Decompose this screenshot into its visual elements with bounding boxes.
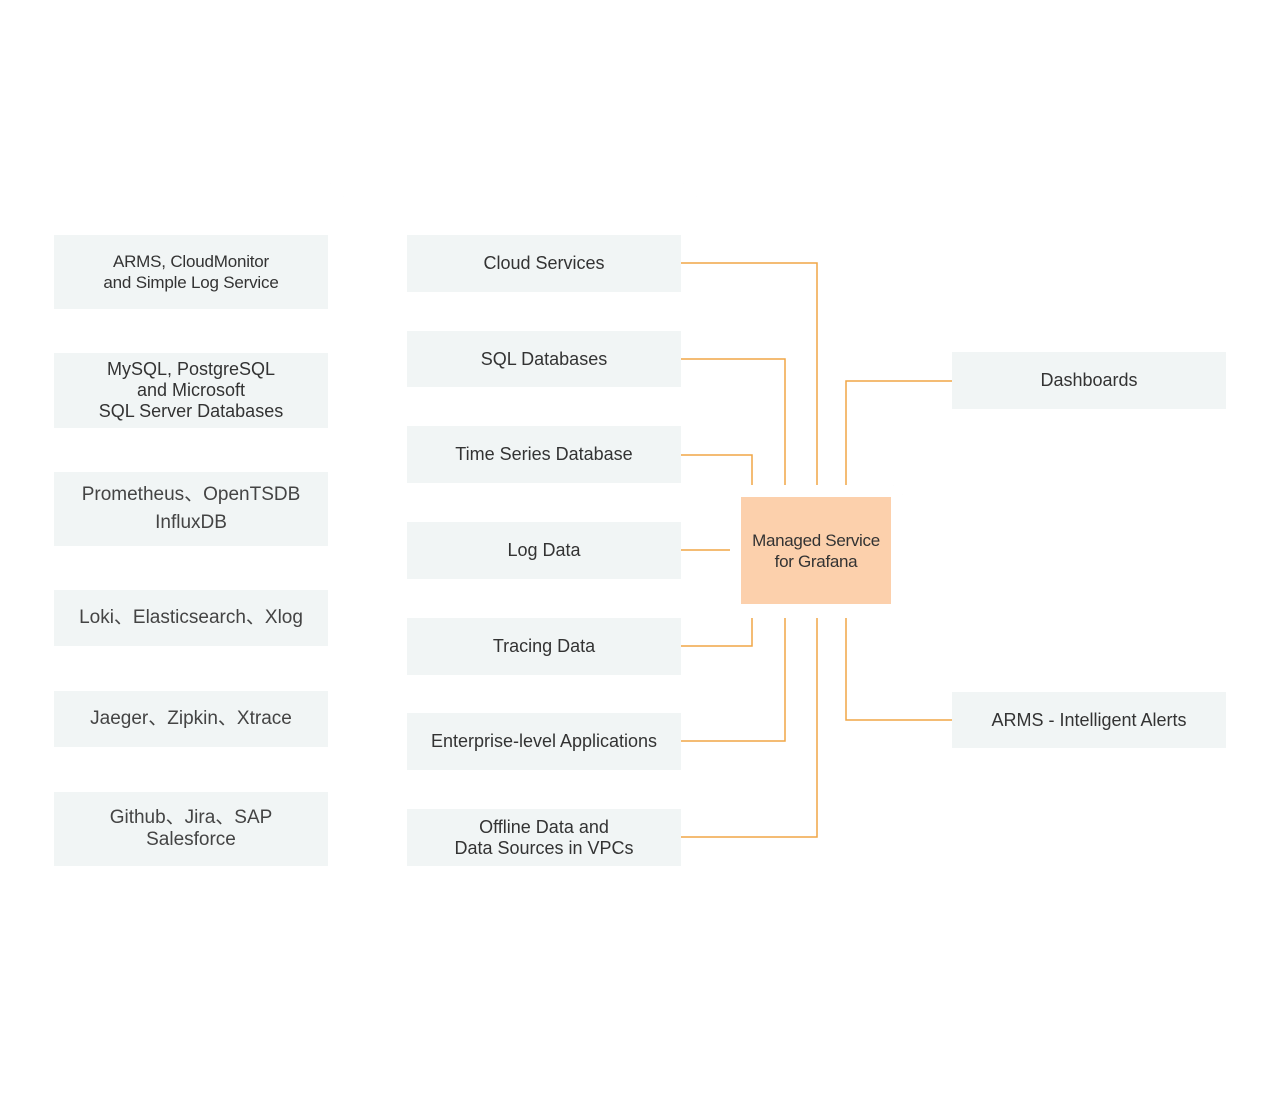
category-box-log-data: Log Data — [407, 522, 681, 579]
output-box-intelligent-alerts: ARMS - Intelligent Alerts — [952, 692, 1226, 748]
source-box-github: Github、Jira、SAP Salesforce — [54, 792, 328, 866]
connector-intelligent-alerts — [845, 618, 952, 721]
outputs-panel — [937, 183, 1242, 917]
source-box-prometheus: Prometheus、OpenTSDB InfluxDB — [54, 472, 328, 546]
connector-enterprise-apps — [681, 618, 786, 742]
source-box-loki: Loki、Elasticsearch、Xlog — [54, 590, 328, 646]
source-box-jaeger: Jaeger、Zipkin、Xtrace — [54, 691, 328, 747]
category-box-enterprise-apps: Enterprise-level Applications — [407, 713, 681, 770]
category-box-time-series-database: Time Series Database — [407, 426, 681, 483]
connector-time-series-database — [681, 454, 753, 485]
grafana-hub-box: Managed Service for Grafana — [741, 497, 891, 604]
source-box-mysql: MySQL, PostgreSQL and Microsoft SQL Serv… — [54, 353, 328, 428]
category-box-sql-databases: SQL Databases — [407, 331, 681, 387]
category-box-cloud-services: Cloud Services — [407, 235, 681, 292]
connector-dashboards — [845, 380, 952, 485]
connector-sql-databases — [681, 358, 786, 485]
source-box-arms: ARMS, CloudMonitor and Simple Log Servic… — [54, 235, 328, 309]
connector-tracing-data — [681, 618, 753, 647]
category-box-tracing-data: Tracing Data — [407, 618, 681, 675]
connector-offline-data — [681, 618, 818, 838]
connector-cloud-services — [681, 262, 818, 485]
output-box-dashboards: Dashboards — [952, 352, 1226, 409]
category-box-offline-data: Offline Data and Data Sources in VPCs — [407, 809, 681, 866]
